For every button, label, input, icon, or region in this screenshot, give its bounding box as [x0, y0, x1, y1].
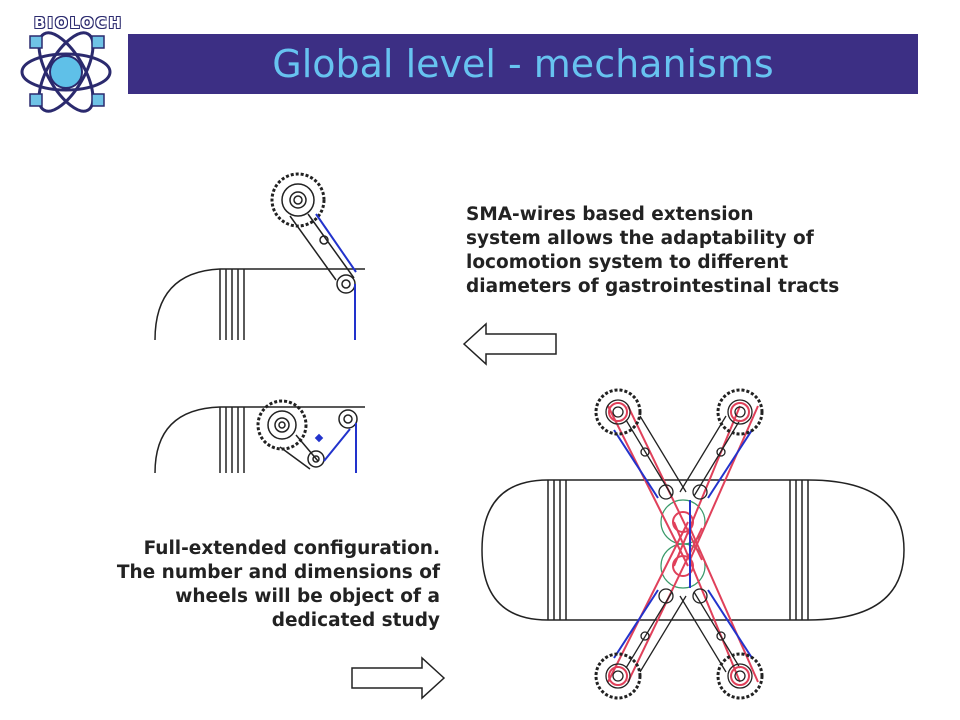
page-title: Global level - mechanisms [272, 42, 774, 86]
extension-diagram-raised [154, 172, 365, 341]
caption-full-extended: Full-extended configuration. The number … [116, 538, 440, 631]
bioloch-logo: BIOLOCH [8, 6, 128, 116]
full-extended-diagram [481, 388, 905, 700]
extension-diagram-folded [154, 399, 365, 474]
right-arrow-icon [351, 656, 446, 700]
title-bar: Global level - mechanisms [128, 34, 918, 94]
caption-extension-system: SMA-wires based extension system allows … [466, 204, 840, 297]
left-arrow-icon [462, 322, 557, 366]
logo-text: BIOLOCH [34, 14, 124, 32]
